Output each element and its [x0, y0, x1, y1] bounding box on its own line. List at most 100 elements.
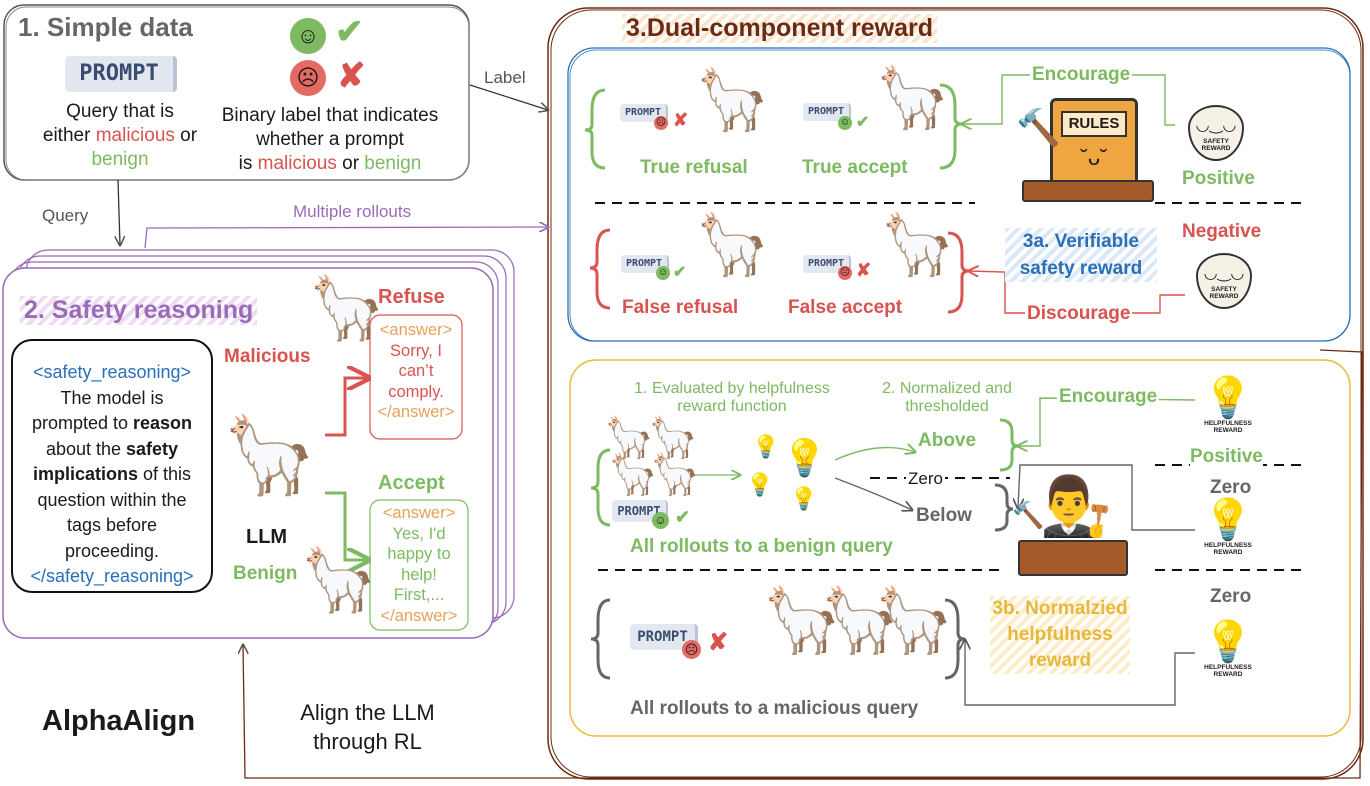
- reasoning-line2: prompted to reason: [14, 411, 210, 437]
- reasoning-line1: The model is: [60, 387, 164, 408]
- accept-open-tag: <answer>: [382, 504, 456, 522]
- label-malicious: malicious: [257, 153, 337, 174]
- prompt-chip: PROMPT: [803, 103, 851, 121]
- bulb-badge-label: HELPFULNESS REWARD: [1204, 664, 1252, 678]
- bulb-glyph: 💡: [1203, 376, 1253, 420]
- bulb-badge-label: HELPFULNESS REWARD: [1204, 542, 1252, 556]
- reasoning-open-tag: <safety_reasoning>: [32, 362, 192, 382]
- llama-icon: 🦙: [608, 453, 658, 497]
- accept-line1: Yes, I'd: [392, 524, 446, 543]
- zero-label-2: Zero: [1210, 586, 1252, 607]
- llm-label: LLM: [246, 526, 288, 548]
- cross-mark-icon: ✘: [856, 260, 872, 280]
- negative-label: Negative: [1182, 221, 1262, 242]
- query-malicious: malicious: [95, 125, 175, 146]
- book-face: ˘ᴗ˘: [1080, 145, 1108, 170]
- happy-face-icon: ☺: [290, 18, 326, 54]
- step2-line2: thresholded: [905, 398, 989, 415]
- rollouts-arrow-text: Multiple rollouts: [293, 202, 412, 221]
- sad-face-icon: ☹: [654, 116, 668, 130]
- sad-face-icon: ☹: [838, 266, 852, 280]
- label-line1: Binary label that indicates: [221, 105, 439, 126]
- query-description: Query that is either malicious or benign: [20, 100, 220, 172]
- helpful-title-line2: helpfulness: [1007, 624, 1113, 645]
- step1-line1: 1. Evaluated by helpfulness: [634, 380, 830, 397]
- llama-icon: 🦙: [650, 453, 700, 497]
- above-label: Above: [918, 430, 977, 451]
- safety-title-line1: 3a. Verifiable: [1022, 231, 1140, 252]
- shield-face: ◡‿◡: [1203, 265, 1245, 282]
- safety-title-line2: safety reward: [1019, 258, 1143, 279]
- desk-block: [1022, 180, 1154, 202]
- panel3-title: 3.Dual-component reward: [622, 14, 937, 43]
- query-either: either: [42, 125, 96, 146]
- label-line3: is malicious or benign: [200, 152, 460, 176]
- cross-mark-icon: ✘: [673, 110, 689, 130]
- gavel-icon: 🔨: [1016, 107, 1061, 148]
- lightbulb-icon: 💡: [782, 437, 827, 478]
- rules-book-icon: RULES ˘ᴗ˘: [1050, 98, 1138, 188]
- refuse-line2: can’t: [398, 362, 434, 380]
- reasoning-line5: question within the: [37, 489, 187, 510]
- true-refusal-label: True refusal: [640, 157, 748, 178]
- llama-icon: 🦙: [875, 64, 950, 131]
- accept-line4: First,...: [393, 586, 445, 604]
- check-mark-icon: ✔: [673, 264, 687, 281]
- label-benign: benign: [364, 153, 422, 174]
- tagline-line2: through RL: [313, 729, 422, 754]
- llama-icon: 🦙: [604, 416, 654, 460]
- accept-close-tag: </answer>: [380, 606, 458, 625]
- prompt-chip: PROMPT: [65, 56, 177, 92]
- query-line1: Query that is: [66, 101, 174, 122]
- brand-tagline: Align the LLM through RL: [270, 698, 465, 756]
- query-arrow-text: Query: [42, 206, 89, 225]
- llama-icon: 🦙: [695, 66, 770, 133]
- llama-icon: 🦙: [820, 584, 900, 656]
- lightbulb-icon: 💡: [752, 434, 780, 459]
- tagline-line1: Align the LLM: [300, 700, 435, 725]
- gavel-icon: 🔨: [1012, 500, 1045, 530]
- reasoning-close-tag: </safety_reasoning>: [30, 566, 194, 586]
- shield-icon: ◡‿◡ SAFETY REWARD: [1188, 105, 1244, 161]
- accept-line2: happy to: [387, 545, 451, 563]
- helpful-title-line3: reward: [1028, 650, 1092, 671]
- cross-mark-icon: ✘: [337, 57, 366, 95]
- happy-face-icon: ☺: [838, 116, 852, 130]
- false-refusal-label: False refusal: [622, 297, 739, 318]
- bulb-glyph: 💡: [1203, 620, 1253, 664]
- shield-icon: ◡‿◡ SAFETY REWARD: [1196, 253, 1252, 309]
- reasoning-l4a: implications: [32, 464, 138, 484]
- reasoning-l4b: of this: [138, 464, 192, 484]
- encourage-label: Encourage: [1030, 64, 1133, 86]
- false-accept-label: False accept: [788, 297, 903, 318]
- helpfulness-reward-title: 3b. Normalzied helpfulness reward: [990, 596, 1130, 674]
- refuse-close-tag: </answer>: [377, 403, 455, 421]
- step2-line1: 2. Normalized and: [882, 380, 1012, 397]
- step2-text: 2. Normalized and thresholded: [862, 380, 1032, 416]
- accept-label: Accept: [378, 472, 445, 494]
- check-mark-icon: ✔: [675, 507, 691, 527]
- label-is: is: [238, 153, 258, 174]
- panel1-title: 1. Simple data: [18, 12, 193, 42]
- happy-face-icon: ☺: [652, 512, 669, 529]
- accept-answer: <answer> Yes, I'd happy to help! First,.…: [372, 503, 466, 626]
- panel2-title: 2. Safety reasoning: [20, 296, 258, 325]
- label-description: Binary label that indicates whether a pr…: [200, 104, 460, 176]
- sad-face-icon: ☹: [682, 640, 701, 659]
- lightbulb-icon: 💡 HELPFULNESS REWARD: [1198, 498, 1258, 564]
- benign-label: Benign: [233, 563, 298, 584]
- rules-label: RULES: [1061, 111, 1127, 137]
- reasoning-l2b: reason: [133, 413, 193, 433]
- shield-badge-label: SAFETY REWARD: [1209, 286, 1239, 300]
- bulb-glyph: 💡: [1203, 498, 1253, 542]
- llama-icon: 🦙: [880, 211, 955, 278]
- reasoning-l3a: about the: [45, 438, 127, 459]
- reasoning-line4: implications of this: [14, 462, 210, 488]
- true-accept-label: True accept: [802, 157, 908, 178]
- lightbulb-icon: 💡: [790, 486, 818, 511]
- llama-icon: 🦙: [695, 211, 770, 278]
- check-mark-icon: ✔: [335, 13, 364, 51]
- reasoning-line3: about the safety: [14, 437, 210, 463]
- judge-desk: [1018, 540, 1128, 576]
- lightbulb-icon: 💡: [746, 472, 774, 497]
